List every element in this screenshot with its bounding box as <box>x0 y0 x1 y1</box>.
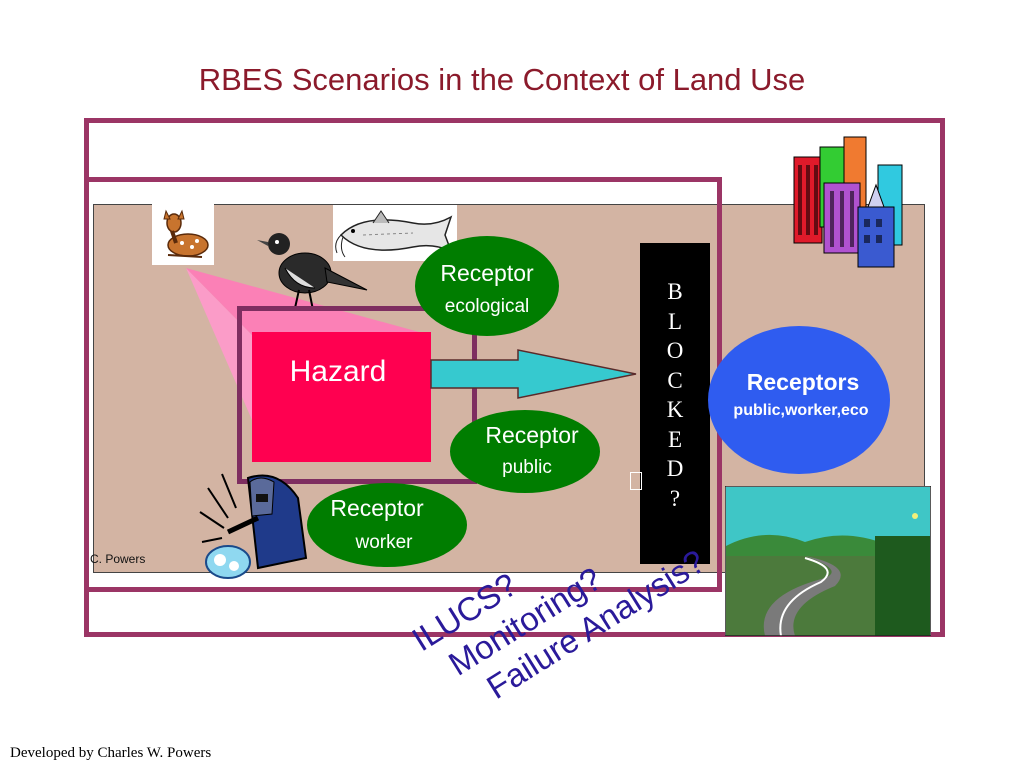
blocked-letter: B <box>667 279 683 304</box>
receptor-ecological-sub: ecological <box>444 296 530 317</box>
city-buildings-image <box>793 136 903 268</box>
receptor-public-ellipse <box>450 410 600 493</box>
receptor-ecological-label: Receptor <box>440 260 534 286</box>
blocked-letter: E <box>667 426 683 452</box>
robin-bird-image <box>257 233 368 311</box>
pathway-arrow <box>430 349 637 399</box>
author-credit-small: C. Powers <box>90 552 146 566</box>
deer-image <box>152 203 214 265</box>
receptor-ecological-ellipse <box>415 236 559 336</box>
blocked-letter: C <box>667 367 683 393</box>
receptors-combined-label: Receptors <box>746 369 860 395</box>
receptor-public-label: Receptor <box>485 422 579 448</box>
blocked-barrier <box>640 243 710 564</box>
hazard-box <box>252 332 431 462</box>
receptor-worker-sub: worker <box>355 532 413 553</box>
receptors-combined-sub: public,worker,eco <box>733 402 869 419</box>
small-box <box>630 472 642 490</box>
catfish-image <box>333 205 457 261</box>
hazard-label: Hazard <box>289 355 387 388</box>
receptor-worker-label: Receptor <box>330 495 424 521</box>
blocked-letter: K <box>666 397 684 422</box>
blocked-letter: D <box>666 456 684 481</box>
welder-image <box>199 473 308 579</box>
blocked-label: B L O C K E D ? <box>640 277 710 513</box>
country-road-landscape-image <box>725 486 931 636</box>
blocked-letter: L <box>667 308 683 334</box>
receptor-worker-ellipse <box>307 483 467 567</box>
blocked-letter: O <box>666 338 684 363</box>
blocked-letter: ? <box>669 485 681 511</box>
receptor-public-sub: public <box>502 457 552 478</box>
slide-title: RBES Scenarios in the Context of Land Us… <box>198 62 806 97</box>
footer-credit: Developed by Charles W. Powers <box>10 745 212 761</box>
receptors-combined-ellipse <box>708 326 890 474</box>
hazard-frame <box>237 306 477 484</box>
